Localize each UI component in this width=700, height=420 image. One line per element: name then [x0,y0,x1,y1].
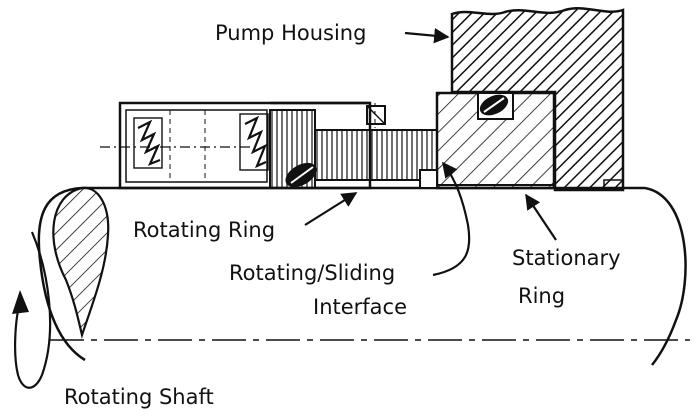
label-pump-housing: Pump Housing [215,21,450,45]
spring-left [133,117,163,169]
svg-text:Pump Housing: Pump Housing [215,21,366,45]
rotating-oring [285,162,317,188]
spring-centerline [100,110,250,182]
svg-text:Rotating Shaft: Rotating Shaft [64,385,214,409]
svg-text:Stationary: Stationary [512,246,621,270]
label-rotating-ring: Rotating Ring [133,192,358,242]
rotation-arrow-icon [12,231,52,389]
svg-text:Interface: Interface [313,295,407,319]
stationary-ring [435,91,556,190]
pump-housing [450,7,625,192]
shaft-cross-section [52,186,110,340]
label-rotating-shaft: Rotating Shaft [64,385,214,409]
label-interface: Rotating/Sliding Interface [229,161,471,319]
spring-retainer [118,101,386,190]
spring-right [239,113,269,171]
svg-text:Rotating Ring: Rotating Ring [133,218,275,242]
svg-text:Rotating/Sliding: Rotating/Sliding [229,261,395,285]
svg-text:Ring: Ring [518,284,565,308]
shaft-step [603,179,624,189]
label-stationary-ring: Stationary Ring [512,193,621,308]
